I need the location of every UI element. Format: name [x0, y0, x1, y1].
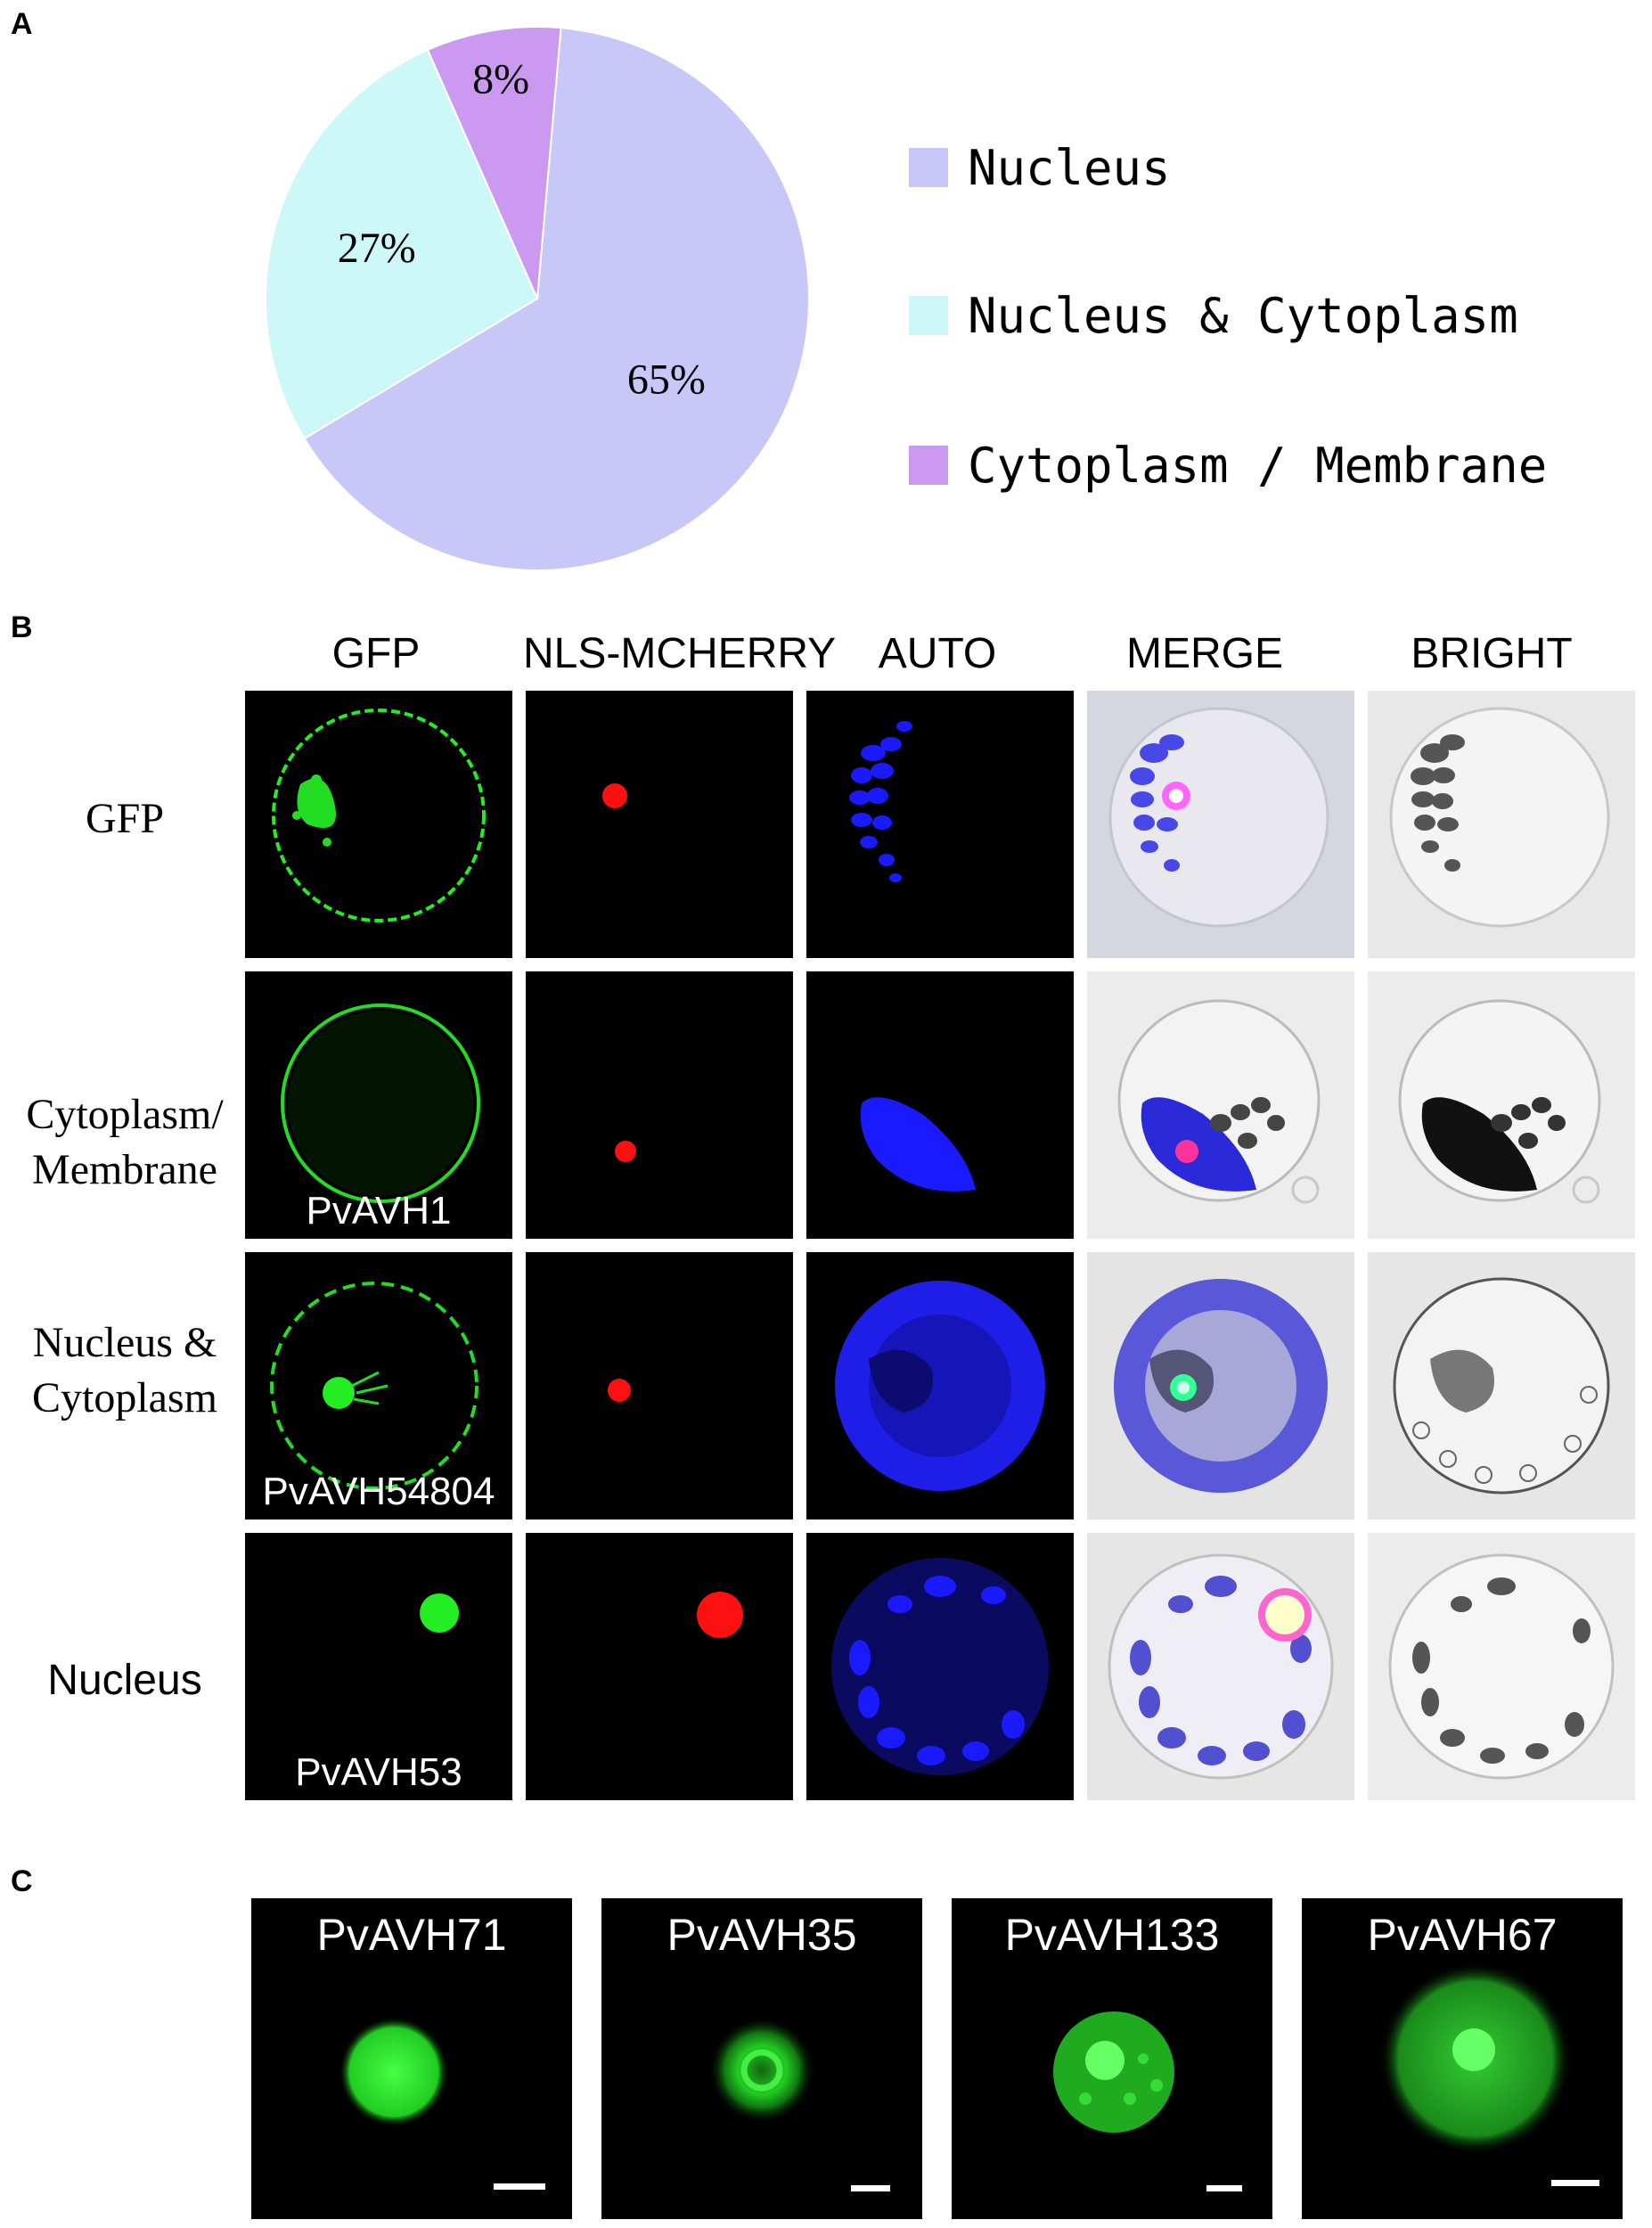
pie-slice-cytoplasm-membrane: [426, 26, 562, 299]
row-label-nucleus-line1: Nucleus: [47, 1657, 202, 1704]
panel-label-c: C: [11, 1864, 33, 1898]
row-label-gfp-line1: GFP: [85, 795, 165, 842]
legend-swatch-cytoplasm-membrane: [909, 446, 948, 485]
image-pvavh1-auto: [806, 971, 1074, 1239]
image-pvavh53-merge: [1087, 1533, 1354, 1800]
cell-label-pvavh53: PvAVH53: [295, 1750, 462, 1794]
image-pvavh67: PvAVH67: [1302, 1898, 1623, 2219]
panel-c-title-pvavh133: PvAVH133: [1004, 1910, 1220, 1960]
image-gfp-control-bright: [1368, 691, 1635, 958]
image-pvavh1-nls-mcherry: [526, 971, 793, 1239]
pie-label-cytoplasm-membrane: 8%: [472, 55, 529, 102]
column-header-nls-mcherry: NLS-MCHERRY: [523, 630, 837, 677]
row-label-nucleus-cytoplasm-line2: Cytoplasm: [31, 1374, 217, 1421]
image-pvavh53-bright: [1368, 1533, 1635, 1800]
image-gfp-control-nls-mcherry: [526, 691, 793, 958]
scale-bar: [494, 2183, 545, 2190]
row-label-nucleus: Nucleus: [7, 1653, 242, 1708]
row-label-cytoplasm-membrane-line2: Membrane: [32, 1146, 217, 1193]
scale-bar: [1206, 2185, 1242, 2191]
image-pvavh53-nls-mcherry: [526, 1533, 793, 1800]
row-label-cytoplasm-membrane: Cytoplasm/ Membrane: [7, 1087, 242, 1198]
image-pvavh1-bright: [1368, 971, 1635, 1239]
pie-slice-nucleus: [303, 27, 810, 571]
image-pvavh54804-bright: [1368, 1252, 1635, 1519]
image-pvavh54804-auto: [806, 1252, 1074, 1519]
image-pvavh54804-nls-mcherry: [526, 1252, 793, 1519]
panel-label-b: B: [11, 610, 33, 644]
image-pvavh53-auto: [806, 1533, 1074, 1800]
row-label-cytoplasm-membrane-line1: Cytoplasm/: [26, 1091, 224, 1138]
row-label-gfp: GFP: [7, 791, 242, 847]
image-pvavh133: PvAVH133: [952, 1898, 1272, 2219]
column-header-gfp: GFP: [331, 630, 421, 677]
cell-label-pvavh54804: PvAVH54804: [262, 1470, 495, 1513]
image-pvavh54804-gfp: PvAVH54804: [245, 1252, 512, 1519]
panel-c-title-pvavh71: PvAVH71: [316, 1910, 507, 1960]
column-header-bright: BRIGHT: [1411, 630, 1573, 677]
legend-swatch-nucleus-cytoplasm: [909, 296, 948, 335]
panel-c-title-pvavh35: PvAVH35: [667, 1910, 857, 1960]
pie-slice-nucleus-cytoplasm: [265, 48, 539, 440]
image-gfp-control-gfp: [245, 691, 512, 958]
legend-label-nucleus: Nucleus: [968, 139, 1171, 196]
image-gfp-control-merge: [1087, 691, 1354, 958]
pie-label-nucleus-cytoplasm: 27%: [338, 225, 416, 272]
image-pvavh1-gfp: PvAVH1: [245, 971, 512, 1239]
image-gfp-control-auto: [806, 691, 1074, 958]
image-pvavh1-merge: [1087, 971, 1354, 1239]
legend-item-nucleus: Nucleus: [909, 139, 1171, 196]
legend-label-cytoplasm-membrane: Cytoplasm / Membrane: [968, 437, 1548, 494]
image-pvavh35: PvAVH35: [601, 1898, 922, 2219]
row-label-nucleus-cytoplasm-line1: Nucleus &: [32, 1319, 217, 1366]
legend-swatch-nucleus: [909, 148, 948, 187]
pie-chart: 65% 27% 8%: [265, 26, 810, 571]
scale-bar: [1551, 2180, 1599, 2186]
panel-c-title-pvavh67: PvAVH67: [1367, 1910, 1558, 1960]
column-header-auto: AUTO: [878, 630, 997, 677]
image-pvavh54804-merge: [1087, 1252, 1354, 1519]
legend-label-nucleus-cytoplasm: Nucleus & Cytoplasm: [968, 287, 1518, 344]
column-header-merge: MERGE: [1125, 630, 1283, 677]
scale-bar: [851, 2185, 890, 2191]
panel-label-a: A: [11, 7, 33, 41]
cell-label-pvavh1: PvAVH1: [306, 1189, 452, 1233]
image-pvavh71: PvAVH71: [251, 1898, 572, 2219]
legend-item-cytoplasm-membrane: Cytoplasm / Membrane: [909, 437, 1548, 494]
legend-item-nucleus-cytoplasm: Nucleus & Cytoplasm: [909, 287, 1518, 344]
image-pvavh53-gfp: PvAVH53: [245, 1533, 512, 1800]
row-label-nucleus-cytoplasm: Nucleus & Cytoplasm: [7, 1315, 242, 1426]
pie-label-nucleus: 65%: [627, 356, 706, 404]
